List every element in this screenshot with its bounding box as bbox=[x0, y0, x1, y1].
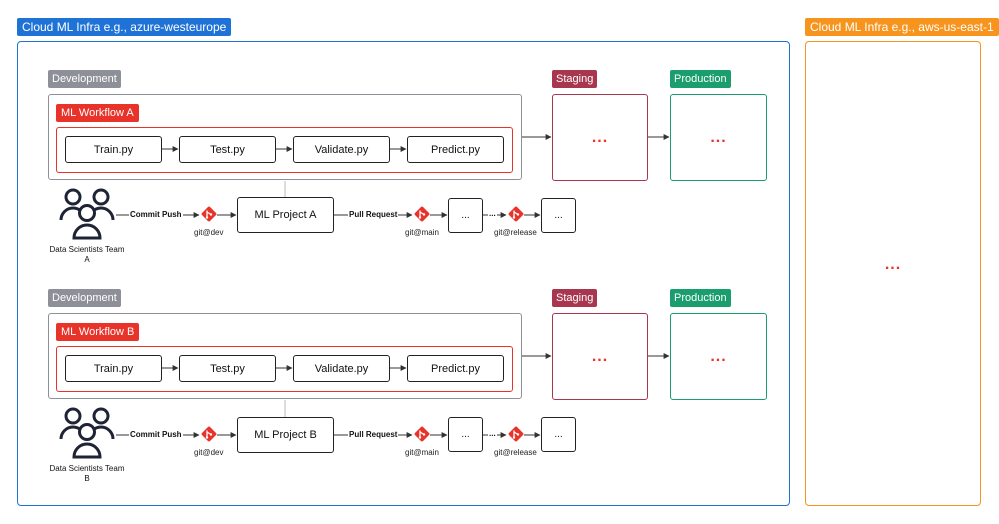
people-group-icon bbox=[58, 186, 116, 242]
cloud-region-aws bbox=[805, 41, 981, 506]
staging-label: Staging bbox=[552, 70, 598, 88]
step-train: Train.py bbox=[65, 355, 162, 382]
commit-push-label: Commit Push bbox=[129, 210, 183, 219]
staging-box: ... bbox=[552, 94, 648, 181]
mid-arrow-label: ... bbox=[488, 209, 497, 218]
cloud-label-aws: Cloud ML Infra e.g., aws-us-east-1 bbox=[805, 18, 999, 36]
cloud-label-azure: Cloud ML Infra e.g., azure-westeurope bbox=[17, 18, 232, 36]
workflow-label: ML Workflow A bbox=[56, 104, 139, 122]
git-logo-icon bbox=[201, 206, 217, 222]
git-dev-label: git@dev bbox=[194, 448, 224, 457]
mid-box: ... bbox=[448, 417, 483, 452]
development-box bbox=[48, 313, 522, 399]
production-label: Production bbox=[670, 289, 731, 307]
step-test: Test.py bbox=[179, 355, 276, 382]
git-main-label: git@main bbox=[405, 228, 439, 237]
pull-request-label: Pull Request bbox=[348, 430, 399, 439]
staging-label: Staging bbox=[552, 289, 598, 307]
step-validate: Validate.py bbox=[293, 355, 390, 382]
development-box bbox=[48, 94, 522, 180]
git-release-label: git@release bbox=[494, 448, 537, 457]
git-logo-icon bbox=[508, 426, 524, 442]
end-box: ... bbox=[541, 198, 576, 233]
git-logo-icon bbox=[201, 426, 217, 442]
git-logo-icon bbox=[508, 206, 524, 222]
pull-request-label: Pull Request bbox=[348, 210, 399, 219]
git-main-label: git@main bbox=[405, 448, 439, 457]
mid-box: ... bbox=[448, 198, 483, 233]
git-release-label: git@release bbox=[494, 228, 537, 237]
step-predict: Predict.py bbox=[407, 136, 504, 163]
people-group-icon bbox=[58, 405, 116, 461]
aws-ellipsis: ... bbox=[884, 256, 902, 273]
ml-project-box: ML Project A bbox=[237, 197, 334, 233]
team-label: Data Scientists Team B bbox=[49, 464, 125, 483]
step-predict: Predict.py bbox=[407, 355, 504, 382]
team-label: Data Scientists Team A bbox=[49, 245, 125, 264]
development-label: Development bbox=[48, 70, 121, 88]
development-label: Development bbox=[48, 289, 121, 307]
cloud-region-azure bbox=[17, 41, 790, 506]
git-logo-icon bbox=[414, 206, 430, 222]
workflow-box bbox=[56, 346, 513, 392]
git-logo-icon bbox=[414, 426, 430, 442]
staging-box: ... bbox=[552, 313, 648, 400]
git-dev-label: git@dev bbox=[194, 228, 224, 237]
production-label: Production bbox=[670, 70, 731, 88]
ml-project-box: ML Project B bbox=[237, 417, 334, 453]
end-box: ... bbox=[541, 417, 576, 452]
commit-push-label: Commit Push bbox=[129, 430, 183, 439]
step-train: Train.py bbox=[65, 136, 162, 163]
mid-arrow-label: ... bbox=[488, 429, 497, 438]
step-test: Test.py bbox=[179, 136, 276, 163]
step-validate: Validate.py bbox=[293, 136, 390, 163]
production-box: ... bbox=[670, 313, 767, 400]
workflow-label: ML Workflow B bbox=[56, 323, 140, 341]
production-box: ... bbox=[670, 94, 767, 181]
workflow-box bbox=[56, 127, 513, 173]
